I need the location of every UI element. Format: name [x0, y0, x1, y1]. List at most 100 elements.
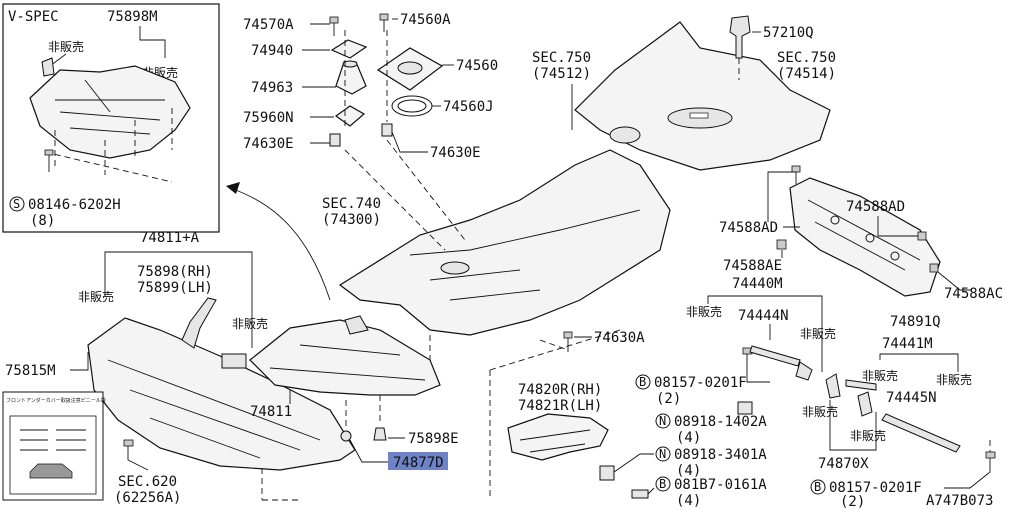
grommet-74963 — [335, 60, 367, 95]
bolt-081B7 — [631, 489, 649, 499]
inset-bolt — [44, 149, 54, 172]
cross-member-group: 74588AD 74588AD 74588AE 74588AC — [719, 165, 1003, 302]
s-symbol-icon — [9, 196, 25, 212]
part-label-75815M: 75815M — [5, 363, 56, 379]
part-label-74588AE: 74588AE — [723, 258, 782, 274]
part-label-75899LH: 75899(LH) — [137, 280, 213, 296]
b-symbol-letter: B — [639, 375, 646, 389]
part-label-74630E: 74630E — [243, 136, 294, 152]
bracket-75898 — [181, 297, 217, 349]
section-ref-750-rear-num: (74514) — [777, 66, 836, 82]
part-label-74820R: 74820R(RH) — [518, 382, 602, 398]
part-label-74560: 74560 — [456, 58, 498, 74]
nut-number-08918-1402A: 08918-1402A — [674, 414, 767, 430]
section-ref-750-front: SEC.750 — [532, 50, 591, 66]
nut-08918-3401A — [599, 465, 615, 481]
part-label-74560J: 74560J — [443, 99, 494, 115]
b-symbol-icon — [810, 479, 826, 495]
bolt-number-081B7: 081B7-0161A — [674, 477, 767, 493]
link-rod-74444N — [749, 345, 813, 381]
not-sold-label: 非販売 — [850, 428, 886, 443]
section-ref-620: SEC.620 — [118, 474, 177, 490]
bolt-08157-b — [985, 451, 996, 472]
part-label-74441M: 74441M — [882, 336, 933, 352]
part-label-74630E: 74630E — [430, 145, 481, 161]
side-bracket-group: 74820R(RH) 74821R(LH) 74630A — [489, 329, 645, 500]
s-symbol-letter: S — [13, 197, 20, 211]
section-ref-620-num: (62256A) — [114, 490, 181, 506]
ring-74560J — [391, 95, 433, 117]
not-sold-label: 非販売 — [800, 326, 836, 341]
n-symbol-letter: N — [659, 447, 666, 461]
clip-not-sold — [221, 353, 247, 369]
sticker-text: フロントアンダーカバー取扱注意ビニール袋 — [6, 397, 106, 404]
inset-not-sold-label: 非販売 — [48, 39, 84, 54]
n-symbol-letter: N — [659, 414, 666, 428]
section-ref-740: SEC.740 — [322, 196, 381, 212]
front-undercover-group: 74811+A 非販売 75898(RH) 75899(LH) 非販売 7481… — [5, 230, 459, 506]
bolt-74560A — [379, 13, 389, 32]
part-label-74870X: 74870X — [818, 456, 869, 472]
part-label-74891Q: 74891Q — [890, 314, 941, 330]
part-label-75898RH: 75898(RH) — [137, 264, 213, 280]
not-sold-label: 非販売 — [802, 404, 838, 419]
floor-panel-group: SEC.750 (74512) SEC.750 (74514) SEC.740 … — [322, 21, 836, 360]
part-label-74588AC: 74588AC — [944, 286, 1003, 302]
part-label-74444N: 74444N — [738, 308, 789, 324]
cross-member-panel — [789, 177, 941, 297]
bolt-quantity: (2) — [656, 391, 681, 407]
inset-title: V-SPEC — [8, 9, 59, 25]
not-sold-label: 非販売 — [936, 372, 972, 387]
part-label-74811: 74811 — [250, 404, 292, 420]
nut-quantity: (4) — [676, 463, 701, 479]
n-symbol-icon — [655, 446, 671, 462]
part-label-74440M: 74440M — [732, 276, 783, 292]
plate-74940 — [330, 39, 368, 59]
caution-sticker: フロントアンダーカバー取扱注意ビニール袋 — [2, 391, 106, 501]
part-label-74445N: 74445N — [886, 390, 937, 406]
part-label-57210Q: 57210Q — [763, 25, 814, 41]
part-label-74877D: 74877D — [393, 455, 444, 471]
front-undercover-75815M — [87, 317, 356, 471]
nut-quantity: (4) — [676, 430, 701, 446]
linkage-group: 74440M 非販売 74444N 非販売 74891Q 74441M 非販売 … — [686, 276, 996, 510]
inset-bolt-number: 08146-6202H — [28, 197, 121, 213]
link-plate-left — [825, 373, 841, 399]
nut-number-08918-3401A: 08918-3401A — [674, 447, 767, 463]
section-ref-740-num: (74300) — [322, 212, 381, 228]
clip-75898E — [373, 427, 387, 441]
part-label-74940: 74940 — [251, 43, 293, 59]
link-rod-74445N — [881, 413, 961, 453]
b-symbol-icon — [655, 476, 671, 492]
part-label-74811A: 74811+A — [140, 230, 200, 246]
bolt-sec620 — [123, 439, 134, 460]
inset-part-number: 75898M — [107, 9, 158, 25]
bolt-74588AD-right — [917, 231, 927, 241]
curved-arrow — [226, 182, 331, 301]
link-arm — [845, 379, 877, 391]
bolt-74588AC — [929, 263, 939, 273]
mount-parts-group: 74570A 74940 74963 75960N 74630E 74560A — [243, 12, 498, 161]
part-label-75960N: 75960N — [243, 110, 294, 126]
nut-08918-1402A — [737, 401, 753, 415]
not-sold-label: 非販売 — [686, 304, 722, 319]
b-symbol-icon — [635, 374, 651, 390]
n-symbol-icon — [655, 413, 671, 429]
clip-74877D — [340, 430, 352, 442]
inset-bracket — [41, 57, 55, 77]
part-label-74560A: 74560A — [400, 12, 451, 28]
car-icon — [29, 463, 73, 479]
clip-74630E-right — [381, 123, 393, 137]
part-label-74963: 74963 — [251, 80, 293, 96]
b-symbol-letter: B — [814, 480, 821, 494]
bolt-74588AD-top — [791, 165, 801, 184]
diagram-reference-code: A747B073 — [926, 493, 993, 509]
seal-75960N — [334, 105, 366, 127]
clip-74630E — [329, 133, 341, 147]
bolt-number-08157-b: 08157-0201F — [829, 480, 922, 496]
bolt-74570A — [329, 16, 339, 36]
link-plate-right — [857, 391, 873, 417]
section-ref-750-front-num: (74512) — [532, 66, 591, 82]
part-label-74588AD: 74588AD — [846, 199, 905, 215]
